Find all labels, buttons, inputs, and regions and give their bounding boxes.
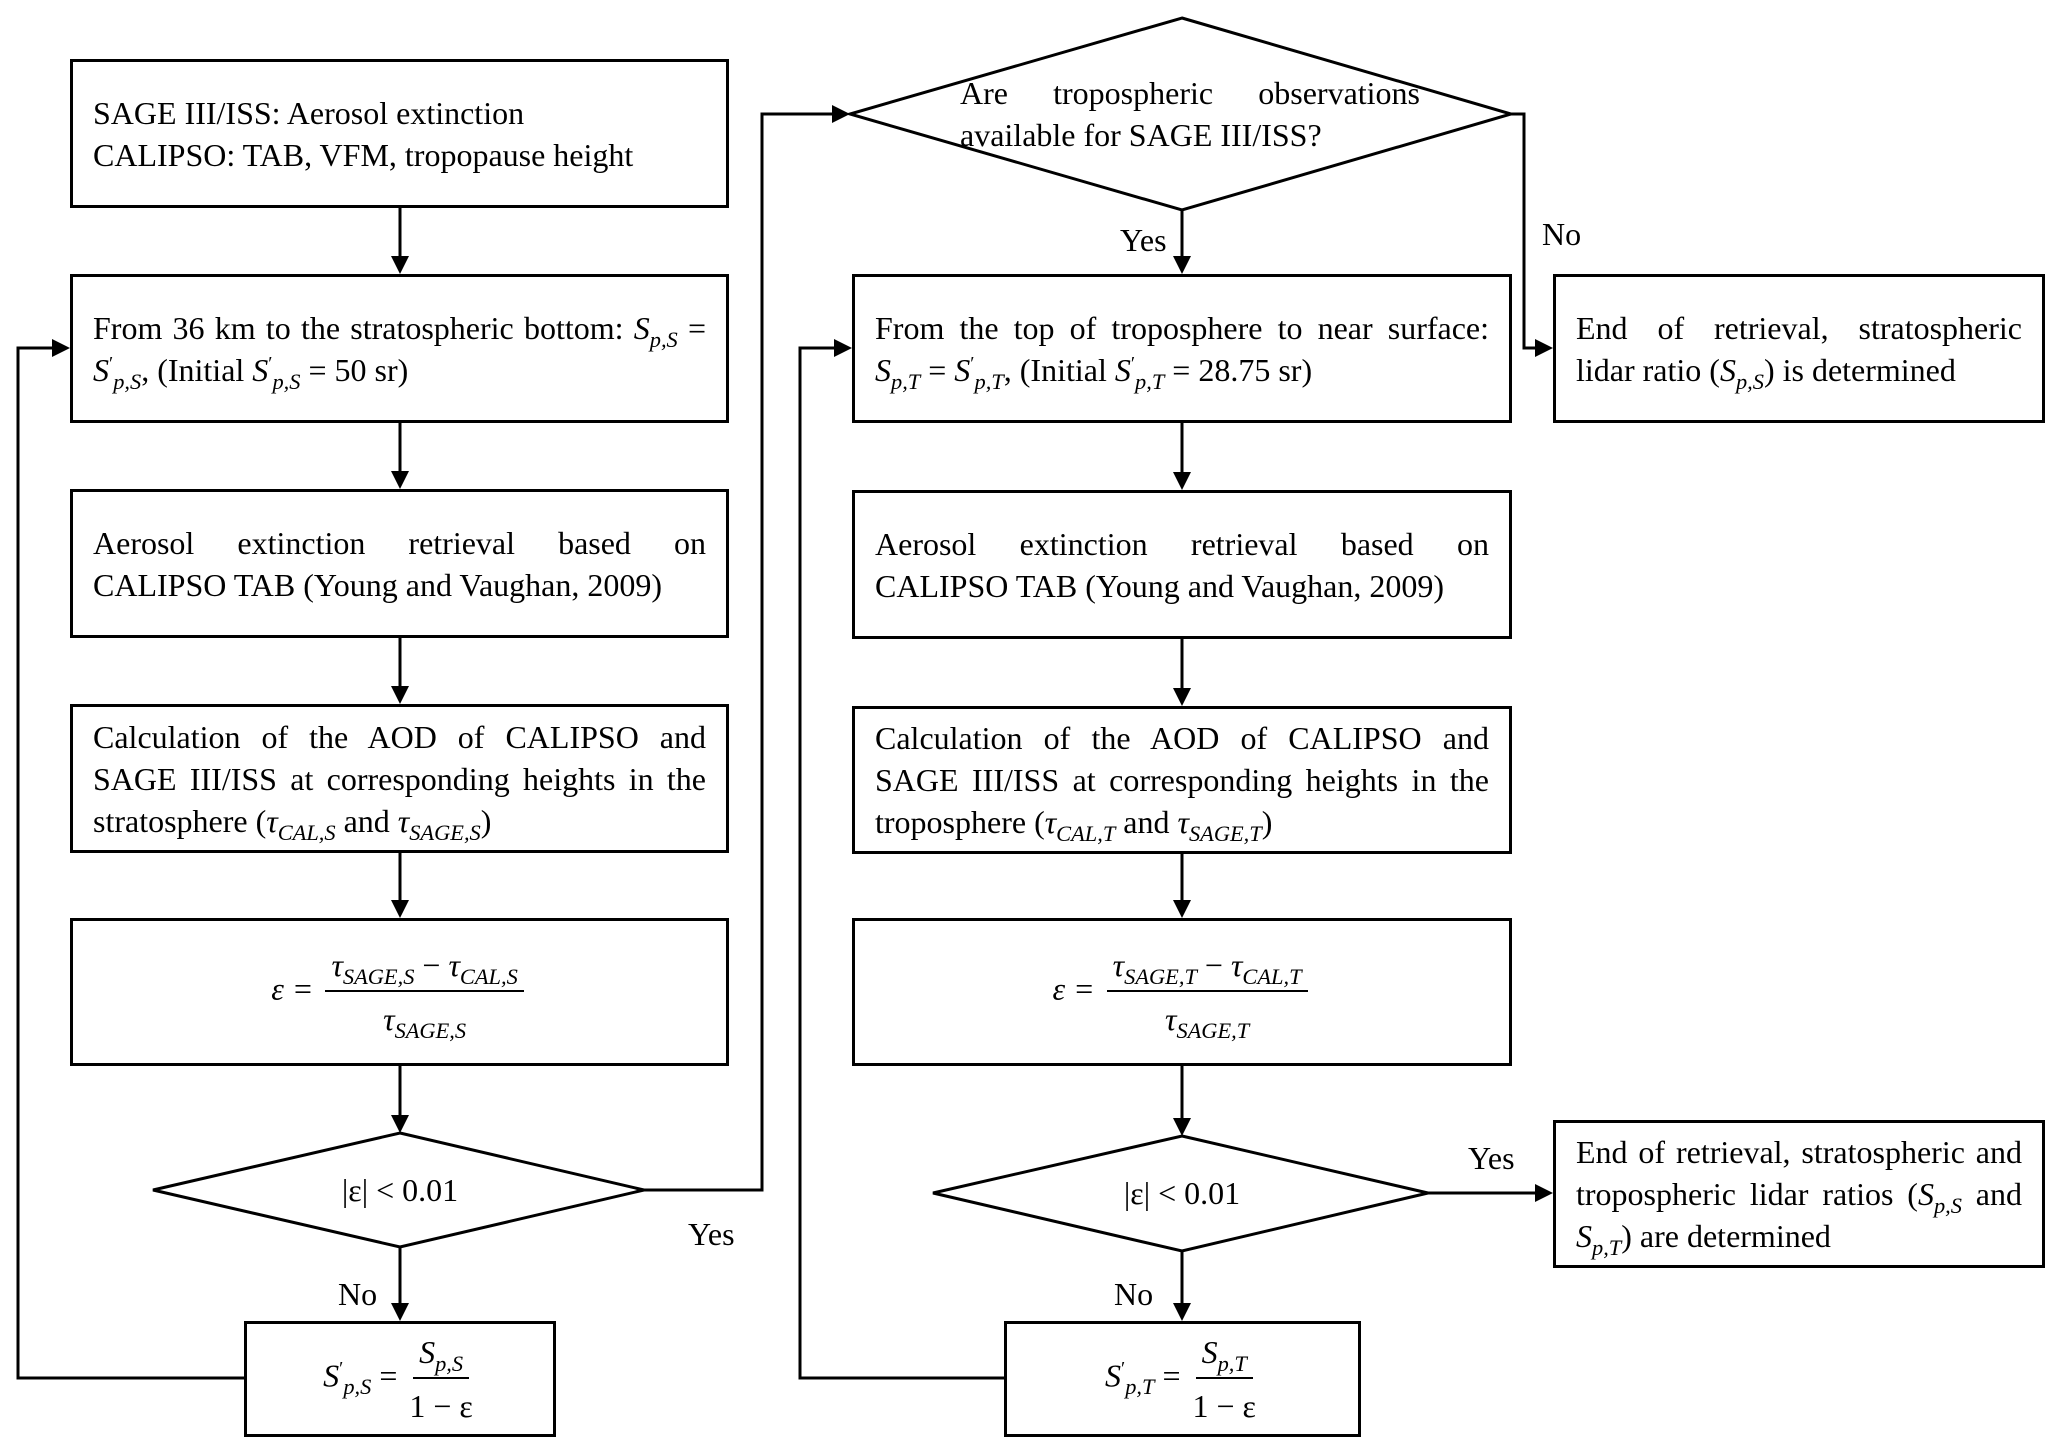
init-troposphere-box: From the top of troposphere to near surf… bbox=[852, 274, 1512, 423]
decision-t-yes-label: Yes bbox=[1468, 1140, 1515, 1176]
aod-stratosphere-box: Calculation of the AOD of CALIPSO and SA… bbox=[70, 704, 729, 853]
arrowhead-right bbox=[52, 339, 70, 357]
input-data-box: SAGE III/ISS: Aerosol extinction CALIPSO… bbox=[70, 59, 729, 208]
decision-s-text: |ε| < 0.01 bbox=[341, 1172, 459, 1208]
arrowhead-down bbox=[1173, 688, 1191, 706]
input-line-1: SAGE III/ISS: Aerosol extinction bbox=[93, 94, 525, 131]
end-both-box: End of retrieval, stratospheric and trop… bbox=[1553, 1120, 2045, 1268]
decision-diamond-s bbox=[152, 1131, 645, 1249]
arrowhead-down bbox=[1173, 1118, 1191, 1136]
top-decision-text: Are tropospheric observations available … bbox=[960, 75, 1420, 153]
init-stratosphere-box: From 36 km to the stratospheric bottom: … bbox=[70, 274, 729, 423]
arrowhead-right bbox=[834, 339, 852, 357]
retrieval-troposphere-text: Aerosol extinction retrieval based on CA… bbox=[875, 525, 1489, 604]
arrowhead-down bbox=[1173, 256, 1191, 274]
arrowhead-down bbox=[391, 471, 409, 489]
retrieval-stratosphere-box: Aerosol extinction retrieval based on CA… bbox=[70, 489, 729, 638]
connector-top-decision-no bbox=[1511, 112, 1537, 350]
top-decision-yes-label: Yes bbox=[1120, 222, 1167, 258]
aod-troposphere-text: Calculation of the AOD of CALIPSO and SA… bbox=[875, 720, 1489, 846]
connector-decision-s-yes bbox=[644, 112, 834, 1192]
arrowhead-right bbox=[832, 105, 850, 123]
top-decision-diamond bbox=[844, 16, 1517, 212]
arrowhead-down bbox=[391, 1303, 409, 1321]
decision-t-no-label: No bbox=[1114, 1276, 1154, 1312]
decision-t-text: |ε| < 0.01 bbox=[1123, 1175, 1241, 1211]
connector-loop-t bbox=[798, 346, 1004, 1380]
top-decision-no-label: No bbox=[1542, 216, 1582, 252]
aod-stratosphere-text: Calculation of the AOD of CALIPSO and SA… bbox=[93, 718, 706, 845]
init-troposphere-text: From the top of troposphere to near surf… bbox=[875, 309, 1489, 394]
decision-s-yes-label: Yes bbox=[688, 1216, 735, 1252]
retrieval-stratosphere-text: Aerosol extinction retrieval based on CA… bbox=[93, 524, 706, 603]
connector-loop-s bbox=[16, 346, 244, 1380]
decision-diamond-t bbox=[932, 1134, 1429, 1253]
aod-troposphere-box: Calculation of the AOD of CALIPSO and SA… bbox=[852, 706, 1512, 854]
arrowhead-right bbox=[1535, 1184, 1553, 1202]
end-both-text: End of retrieval, stratospheric and trop… bbox=[1576, 1134, 2023, 1260]
end-stratospheric-box: End of retrieval, stratospheric lidar ra… bbox=[1553, 274, 2045, 423]
end-stratospheric-text: End of retrieval, stratospheric lidar ra… bbox=[1576, 309, 2022, 394]
arrowhead-down bbox=[1173, 1303, 1191, 1321]
arrowhead-right bbox=[1535, 339, 1553, 357]
decision-s-no-label: No bbox=[338, 1276, 378, 1312]
retrieval-troposphere-box: Aerosol extinction retrieval based on CA… bbox=[852, 490, 1512, 639]
arrowhead-down bbox=[1173, 900, 1191, 918]
arrowhead-down bbox=[391, 686, 409, 704]
arrowhead-down bbox=[1173, 472, 1191, 490]
arrowhead-down bbox=[391, 1115, 409, 1133]
arrowhead-down bbox=[391, 256, 409, 274]
init-stratosphere-text: From 36 km to the stratospheric bottom: … bbox=[93, 309, 707, 394]
input-line-2: CALIPSO: TAB, VFM, tropopause height bbox=[93, 136, 634, 173]
arrowhead-down bbox=[391, 900, 409, 918]
